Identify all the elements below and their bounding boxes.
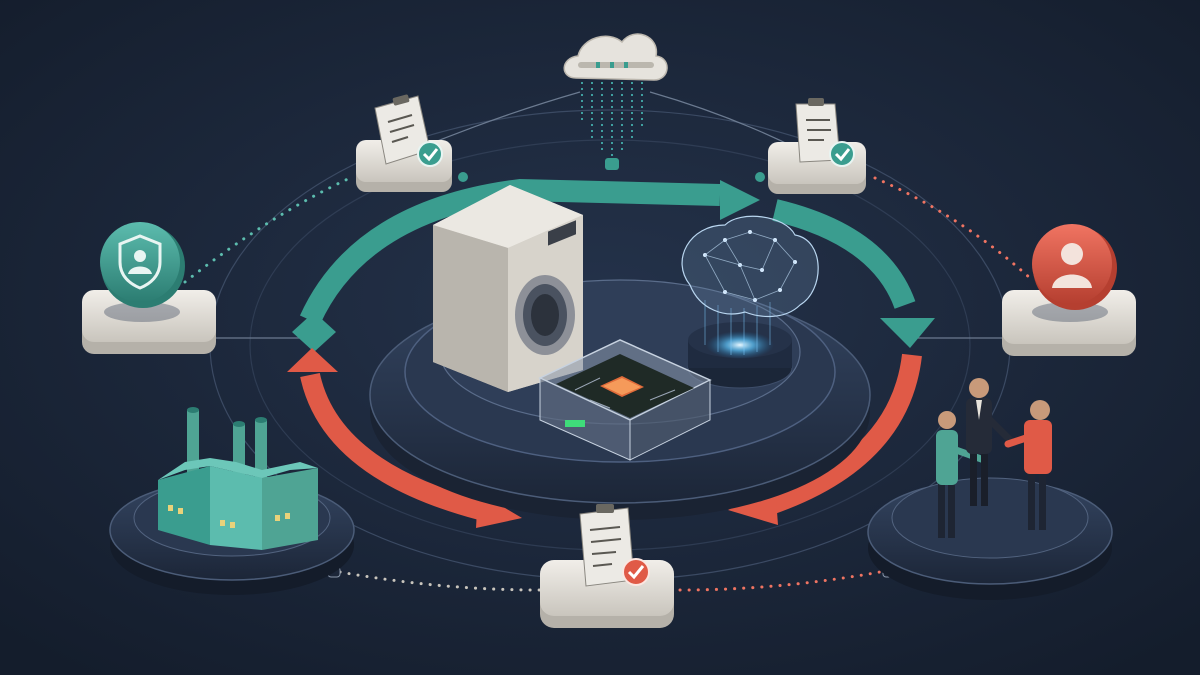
checklist-top-left-node <box>356 94 452 192</box>
cloud-data-icon <box>563 33 668 158</box>
user-profile-node <box>1002 224 1136 356</box>
ai-brain-icon <box>681 215 819 389</box>
checklist-bottom-node <box>540 504 674 628</box>
washing-machine-icon <box>433 185 583 392</box>
teal-arrow-top-right <box>772 199 935 348</box>
factory-node <box>109 407 355 595</box>
business-people-icon <box>936 378 1052 538</box>
business-people-node <box>867 378 1113 600</box>
rejected-badge-icon <box>622 558 650 586</box>
circuit-board-icon <box>538 339 712 461</box>
factory-icon <box>158 407 318 550</box>
shield-user-icon <box>118 234 162 290</box>
checklist-top-right-node <box>768 98 866 194</box>
check-badge-icon <box>417 141 443 167</box>
user-profile-icon <box>1061 243 1083 265</box>
check-badge-icon <box>829 141 855 167</box>
dotted-lines <box>183 176 1032 592</box>
shield-user-node <box>82 222 216 354</box>
